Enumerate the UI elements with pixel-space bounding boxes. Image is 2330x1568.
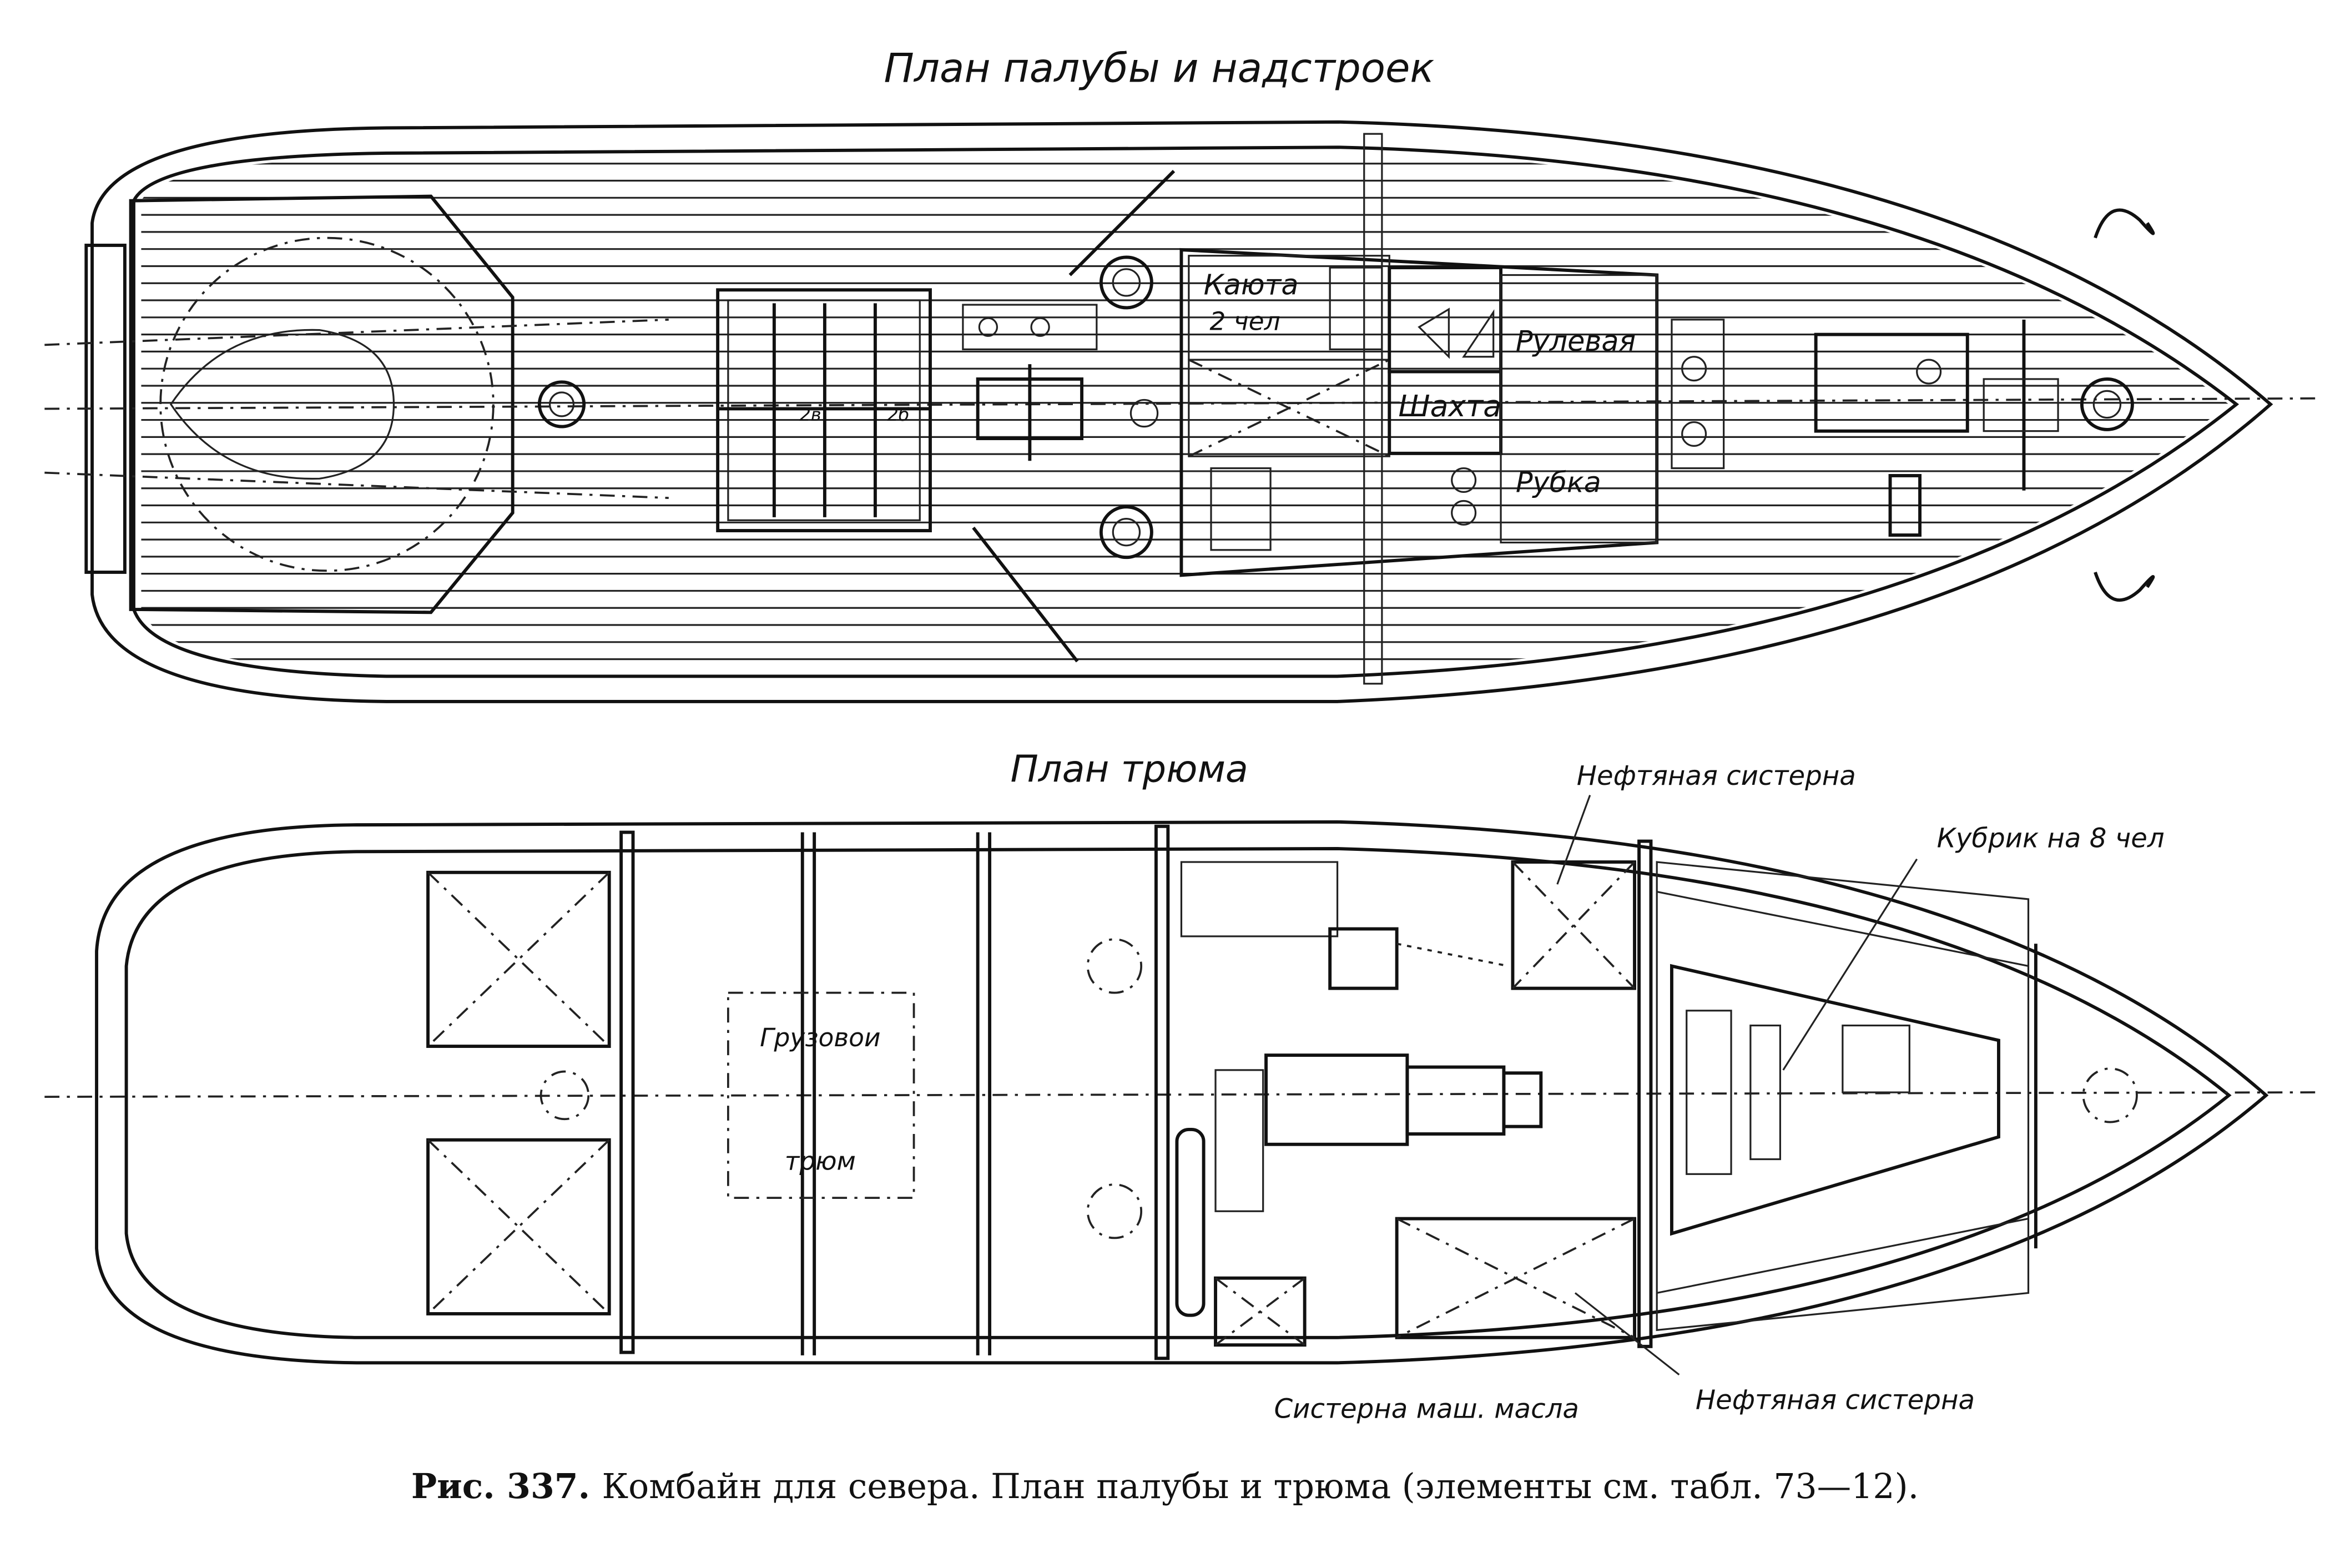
figure-number: Рис. 337.: [411, 1466, 590, 1506]
pump-circle: [1086, 938, 1143, 994]
pump-circle: [1086, 1183, 1143, 1239]
guide-line: [44, 318, 669, 346]
tank-square: [426, 1138, 611, 1315]
cabin-capacity-label: 2 чел: [1209, 307, 1280, 336]
figure-caption-text: Комбайн для севера. План палубы и трюма …: [602, 1466, 1919, 1506]
hold-hull-inner: [124, 847, 2232, 1339]
machine-oil-tank: [1214, 1276, 1307, 1347]
engine-icon: [1175, 1053, 1543, 1317]
deck-plan: 2в 2б Каюта 2 чел Рулевая: [44, 120, 2318, 703]
hatch-mark-left: 2в: [799, 404, 821, 425]
wheelhouse-label: Рубка: [1516, 466, 1601, 498]
anchor-icon: [2094, 572, 2155, 602]
generator-icon: [1180, 861, 1509, 990]
machine-oil-tank-label: Систерна маш. масла: [1274, 1393, 1578, 1424]
boom-line: [1068, 170, 1176, 276]
frame-line: [1363, 133, 1383, 685]
bollard-icon: [1099, 505, 1153, 559]
bulkheads: [619, 824, 2038, 1360]
windlass-icon: [976, 364, 1159, 461]
pump-circle: [2082, 1067, 2138, 1123]
deckhouse: Каюта 2 чел Рулевая Шахта Рубка: [1179, 248, 1659, 577]
hatch-mark-right: 2б: [887, 404, 909, 425]
cargo-hold-area: [727, 991, 915, 1199]
cargo-hold-label-1: Грузовои: [760, 1023, 880, 1052]
shaft-label: Шахта: [1398, 389, 1501, 423]
boom-line: [972, 526, 1079, 663]
oil-tank-bottom: [1395, 1217, 1680, 1375]
hold-plan-title: План трюма: [1011, 747, 1248, 790]
hold-centerline: [44, 1091, 2318, 1098]
wheelhouse-steering-label: Рулевая: [1516, 325, 1636, 357]
hold-plan: Грузовои трюм Систерна маш. ма: [44, 795, 2318, 1424]
fore-deck-equipment: [1671, 319, 2059, 537]
oil-tank-bottom-label: Нефтяная систерна: [1696, 1384, 1975, 1415]
stern-cowl: [169, 329, 395, 480]
hold-hull-outline: [95, 820, 2269, 1365]
shaft-coupling: [539, 1070, 590, 1121]
oil-tank-top-label: Нефтяная систерна: [1577, 760, 1856, 791]
turntable-circle: [159, 236, 495, 572]
crew-quarters-label: Кубрик на 8 чел: [1937, 823, 2165, 854]
bollard-icon: [537, 380, 586, 428]
deck-plan-title: План палубы и надстроек: [884, 45, 1435, 92]
crew-quarters: [1656, 858, 2030, 1332]
cabin-label: Каюта: [1204, 268, 1299, 301]
figure-caption: Рис. 337. Комбайн для севера. План палубы…: [411, 1466, 1919, 1506]
tank-square: [426, 870, 611, 1048]
guide-line: [44, 471, 669, 499]
bollard-icon: [2080, 377, 2134, 431]
bollard-icon: [1099, 255, 1153, 310]
anchor-icon: [2094, 208, 2155, 239]
deck-hull-outline: [90, 120, 2273, 703]
cargo-hatch: 2в 2б: [716, 288, 932, 532]
cargo-hold-label-2: трюм: [785, 1146, 856, 1176]
stern-deck-platform: [129, 194, 515, 614]
deck-bulwark-inner: [132, 145, 2240, 678]
oil-tank-top: [1511, 795, 1636, 990]
winch-icon: [962, 304, 1098, 350]
